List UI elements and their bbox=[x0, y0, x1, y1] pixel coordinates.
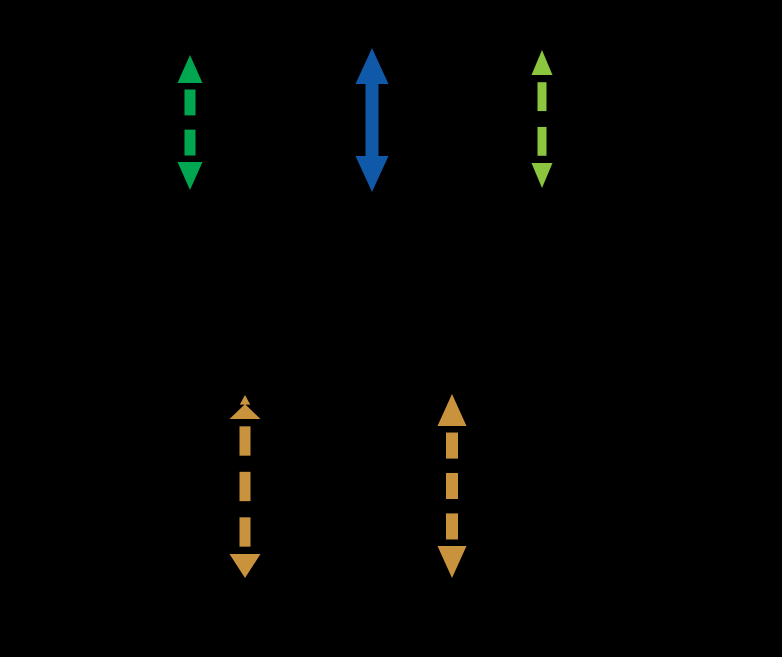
double-headed-arrow-green-shaft-dash-2 bbox=[184, 129, 196, 156]
double-headed-arrow-amber-left-head-top bbox=[229, 404, 261, 419]
double-headed-arrow-amber-right-shaft-dash-1 bbox=[446, 432, 458, 459]
double-headed-arrow-amber-left-shaft-dash-3 bbox=[239, 517, 251, 547]
double-headed-arrow-amber-left-head-top-cap bbox=[239, 395, 251, 405]
double-headed-arrow-light-green-head-top bbox=[531, 50, 553, 75]
double-headed-arrow-amber-left-head-bottom bbox=[229, 554, 261, 578]
double-headed-arrow-amber-right-shaft-dash-3 bbox=[446, 513, 458, 540]
double-headed-arrow-amber-right-head-top bbox=[437, 394, 467, 426]
double-headed-arrow-blue-shaft bbox=[365, 83, 379, 157]
double-headed-arrow-light-green-shaft-dash-1 bbox=[537, 82, 547, 112]
double-headed-arrow-blue-head-top bbox=[355, 48, 389, 84]
double-headed-arrow-amber-left[interactable] bbox=[229, 395, 261, 578]
double-headed-arrow-amber-left-shaft-dash-1 bbox=[239, 426, 251, 456]
double-headed-arrow-amber-right[interactable] bbox=[437, 394, 467, 578]
double-headed-arrow-green-shaft-dash-1 bbox=[184, 89, 196, 116]
double-headed-arrow-blue-head-bottom bbox=[355, 156, 389, 192]
double-headed-arrow-amber-right-shaft-dash-2 bbox=[446, 472, 458, 500]
double-headed-arrow-amber-right-head-bottom bbox=[437, 546, 467, 578]
double-headed-arrow-blue[interactable] bbox=[355, 48, 389, 192]
double-headed-arrow-amber-left-shaft-dash-2 bbox=[239, 471, 251, 502]
double-headed-arrow-light-green[interactable] bbox=[531, 50, 553, 188]
double-headed-arrow-green[interactable] bbox=[177, 55, 203, 190]
double-headed-arrow-light-green-shaft-dash-2 bbox=[537, 126, 547, 156]
double-headed-arrow-light-green-head-bottom bbox=[531, 163, 553, 188]
double-headed-arrow-green-head-bottom bbox=[177, 162, 203, 190]
double-headed-arrow-green-head-top bbox=[177, 55, 203, 83]
